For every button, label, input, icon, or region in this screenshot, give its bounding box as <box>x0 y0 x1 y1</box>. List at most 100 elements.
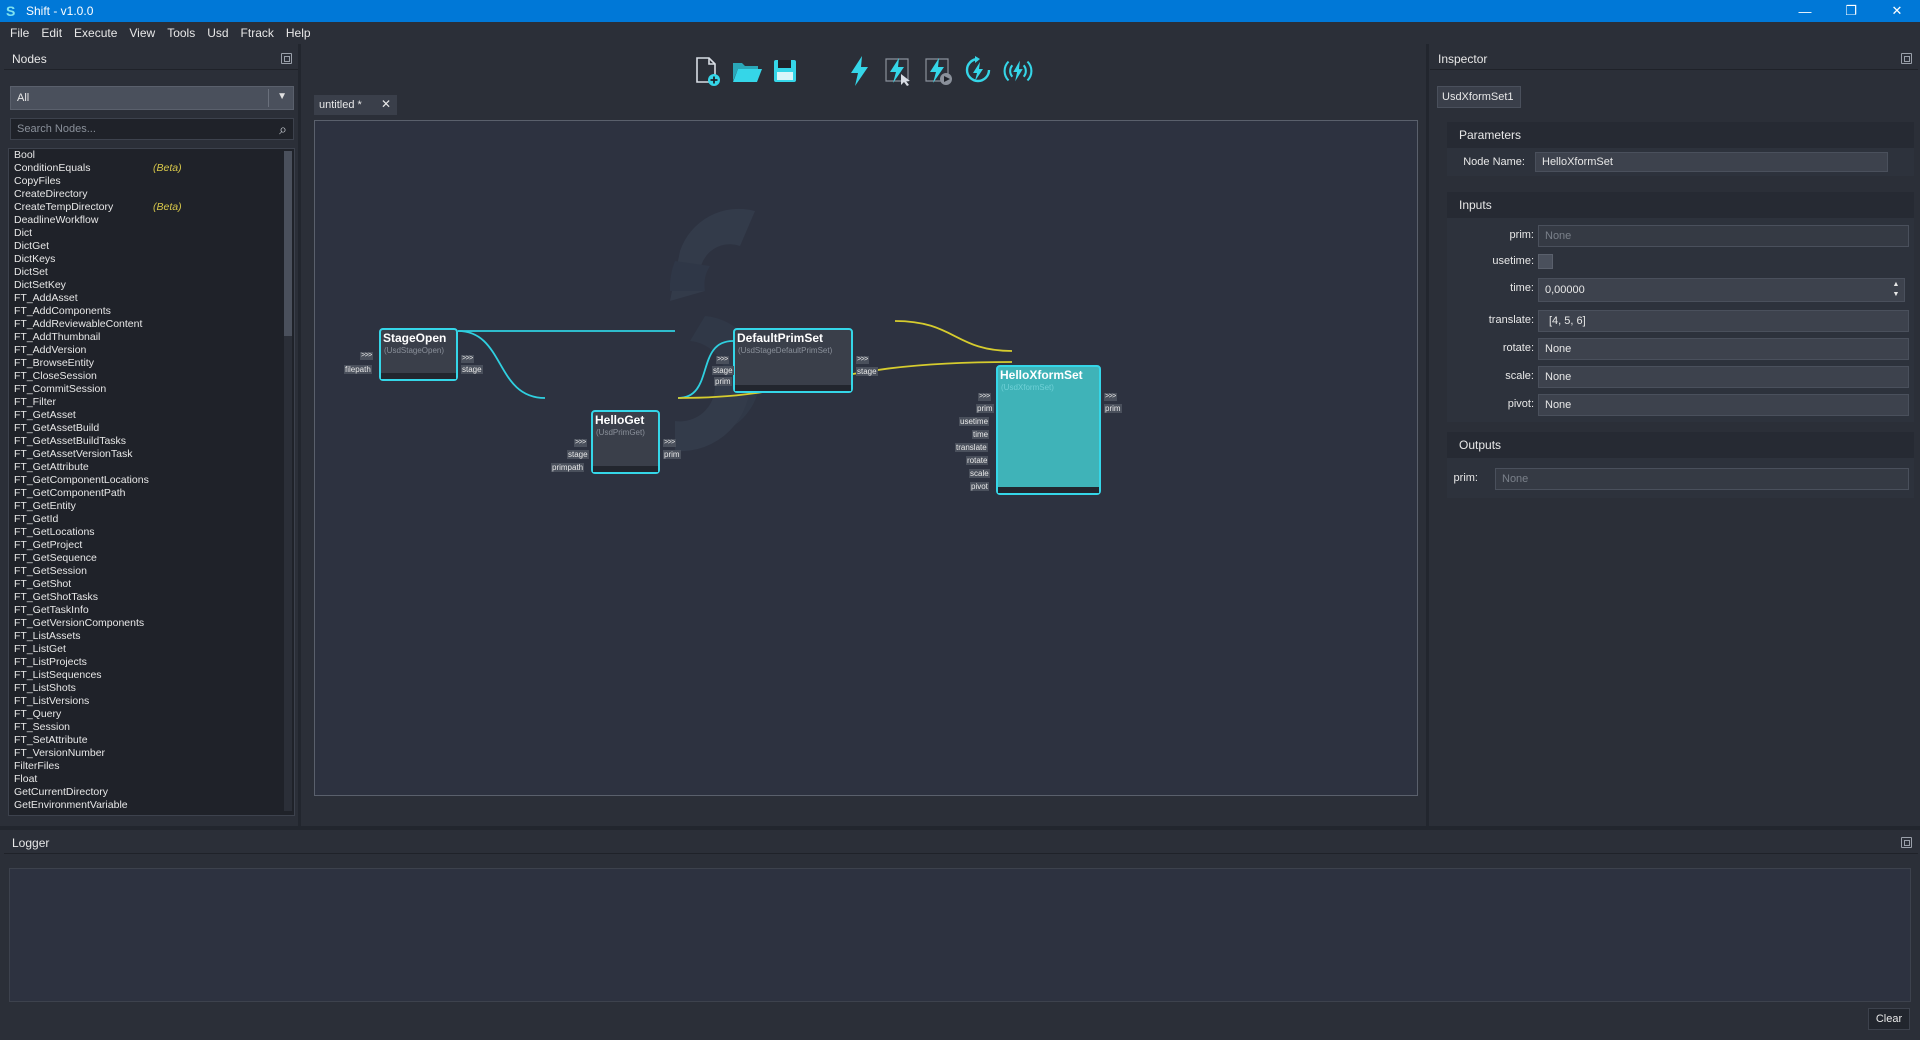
list-item[interactable]: FT_AddVersion <box>9 344 294 357</box>
graph-node-hello-get[interactable]: HelloGet (UsdPrimGet) <box>591 410 660 474</box>
list-item[interactable]: Dict <box>9 227 294 240</box>
port-scale[interactable]: scale <box>969 469 990 478</box>
graph-node-hello-xform-set[interactable]: HelloXformSet (UsdXformSet) <box>996 365 1101 495</box>
left-splitter[interactable] <box>298 44 301 826</box>
port-time[interactable]: time <box>972 430 990 439</box>
list-item[interactable]: GetEnvironmentVariable <box>9 799 294 812</box>
list-item[interactable]: FT_ListAssets <box>9 630 294 643</box>
tab-usd-xform-set1[interactable]: UsdXformSet1 <box>1437 86 1521 108</box>
menu-edit[interactable]: Edit <box>41 26 63 40</box>
menu-usd[interactable]: Usd <box>207 26 229 40</box>
port-arrow[interactable]: >>> <box>1104 393 1117 401</box>
list-item[interactable]: CopyFiles <box>9 175 294 188</box>
spin-buttons[interactable]: ▲ ▼ <box>1888 279 1904 299</box>
scroll-thumb[interactable] <box>284 151 292 336</box>
port-usetime[interactable]: usetime <box>959 417 990 426</box>
list-item[interactable]: FT_SetAttribute <box>9 734 294 747</box>
list-item[interactable]: FT_GetShotTasks <box>9 591 294 604</box>
menu-execute[interactable]: Execute <box>74 26 118 40</box>
list-item[interactable]: CreateDirectory <box>9 188 294 201</box>
list-item[interactable]: FT_GetId <box>9 513 294 526</box>
list-item[interactable]: FT_GetAsset <box>9 409 294 422</box>
menu-tools[interactable]: Tools <box>167 26 196 40</box>
new-file-icon[interactable] <box>690 54 724 88</box>
port-translate[interactable]: translate <box>955 443 988 452</box>
list-item[interactable]: Float <box>9 773 294 786</box>
port-arrow[interactable]: >>> <box>574 439 587 447</box>
input-prim-field[interactable]: None <box>1538 225 1909 247</box>
list-item[interactable]: DictKeys <box>9 253 294 266</box>
graph-node-default-prim-set[interactable]: DefaultPrimSet (UsdStageDefaultPrimSet) <box>733 328 853 393</box>
save-icon[interactable] <box>768 54 802 88</box>
list-item[interactable]: FT_AddAsset <box>9 292 294 305</box>
list-item[interactable]: FT_GetVersionComponents <box>9 617 294 630</box>
spin-up-icon[interactable]: ▲ <box>1892 280 1900 288</box>
minimize-button[interactable]: — <box>1798 3 1812 19</box>
list-item[interactable]: DictSet <box>9 266 294 279</box>
graph-node-stage-open[interactable]: StageOpen (UsdStageOpen) <box>379 328 458 381</box>
list-item[interactable]: ConditionEquals(Beta) <box>9 162 294 175</box>
list-item[interactable]: FT_AddReviewableContent <box>9 318 294 331</box>
pivot-field[interactable]: None <box>1538 394 1909 416</box>
clear-button[interactable]: Clear <box>1868 1008 1910 1030</box>
category-dropdown[interactable]: All ▼ <box>10 86 294 110</box>
list-item[interactable]: FT_GetComponentLocations <box>9 474 294 487</box>
float-panel-icon[interactable] <box>1901 837 1912 848</box>
lightning-cursor-icon[interactable] <box>881 54 915 88</box>
list-item[interactable]: FT_Filter <box>9 396 294 409</box>
list-item[interactable]: FT_GetSession <box>9 565 294 578</box>
port-prim-out[interactable]: prim <box>663 450 681 459</box>
lightning-icon[interactable] <box>842 54 876 88</box>
port-stage-out[interactable]: stage <box>461 365 483 374</box>
port-filepath[interactable]: filepath <box>344 365 372 374</box>
port-prim-out[interactable]: prim <box>1104 404 1122 413</box>
lightning-play-icon[interactable] <box>921 54 955 88</box>
list-item[interactable]: Bool <box>9 149 294 162</box>
port-stage-in[interactable]: stage <box>712 366 734 375</box>
port-prim-in[interactable]: prim <box>714 377 732 386</box>
list-item[interactable]: FT_Session <box>9 721 294 734</box>
float-panel-icon[interactable] <box>281 53 292 64</box>
menu-file[interactable]: File <box>10 26 30 40</box>
list-item[interactable]: FT_ListSequences <box>9 669 294 682</box>
port-pivot[interactable]: pivot <box>970 482 989 491</box>
node-graph-canvas[interactable]: StageOpen (UsdStageOpen) >>> filepath >>… <box>314 120 1418 796</box>
list-item[interactable]: FT_AddComponents <box>9 305 294 318</box>
list-item[interactable]: FT_ListVersions <box>9 695 294 708</box>
port-arrow[interactable]: >>> <box>716 356 729 364</box>
logger-output[interactable] <box>9 868 1911 1002</box>
menu-help[interactable]: Help <box>285 26 311 40</box>
list-item[interactable]: FT_GetSequence <box>9 552 294 565</box>
close-button[interactable]: ✕ <box>1891 3 1903 18</box>
port-arrow[interactable]: >>> <box>856 356 869 364</box>
port-prim-in[interactable]: prim <box>976 404 994 413</box>
port-arrow[interactable]: >>> <box>663 439 676 447</box>
menu-view[interactable]: View <box>129 26 156 40</box>
right-splitter[interactable] <box>1426 44 1429 826</box>
lightning-refresh-icon[interactable] <box>961 54 995 88</box>
list-item[interactable]: FT_GetTaskInfo <box>9 604 294 617</box>
port-arrow[interactable]: >>> <box>461 355 474 363</box>
list-item[interactable]: FilterFiles <box>9 760 294 773</box>
node-name-field[interactable]: HelloXformSet <box>1535 152 1888 172</box>
menu-ftrack[interactable]: Ftrack <box>240 26 274 40</box>
list-item[interactable]: FT_GetAssetBuildTasks <box>9 435 294 448</box>
list-item[interactable]: FT_GetProject <box>9 539 294 552</box>
list-item[interactable]: FT_ListProjects <box>9 656 294 669</box>
port-primpath[interactable]: primpath <box>551 463 585 472</box>
list-item[interactable]: FT_VersionNumber <box>9 747 294 760</box>
port-arrow[interactable]: >>> <box>360 352 373 360</box>
time-spinbox[interactable]: 0,00000 ▲ ▼ <box>1538 278 1905 302</box>
open-folder-icon[interactable] <box>730 54 764 88</box>
usetime-checkbox[interactable] <box>1538 254 1553 269</box>
spin-down-icon[interactable]: ▼ <box>1892 290 1900 298</box>
port-stage-out[interactable]: stage <box>856 367 878 376</box>
list-item[interactable]: GetCurrentDirectory <box>9 786 294 799</box>
list-item[interactable]: FT_ListGet <box>9 643 294 656</box>
tab-untitled[interactable]: untitled * ✕ <box>314 95 397 115</box>
list-item[interactable]: FT_CommitSession <box>9 383 294 396</box>
port-rotate[interactable]: rotate <box>966 456 989 465</box>
list-item[interactable]: DeadlineWorkflow <box>9 214 294 227</box>
node-list-scrollbar[interactable] <box>284 151 292 811</box>
close-icon[interactable]: ✕ <box>380 97 391 111</box>
